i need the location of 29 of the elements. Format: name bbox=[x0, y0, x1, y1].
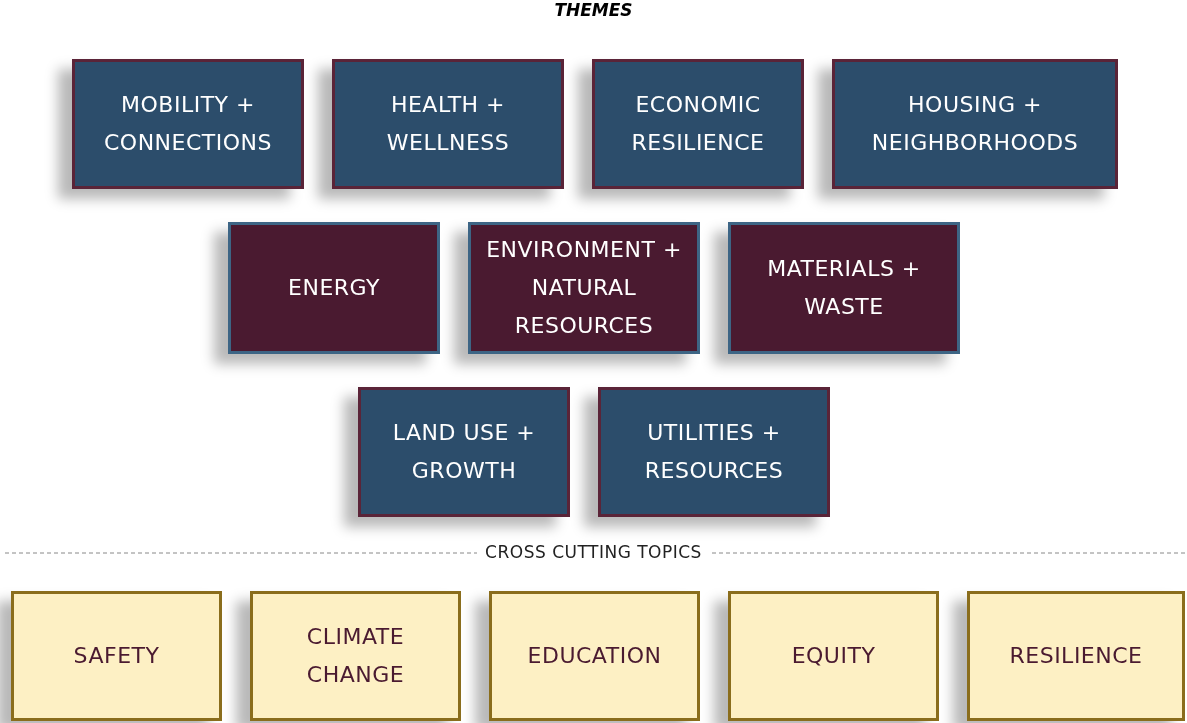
topic-label: RESILIENCE bbox=[1008, 642, 1144, 670]
theme-box bbox=[72, 59, 304, 189]
theme-box bbox=[468, 222, 700, 354]
theme-label: ECONOMIC RESILIENCE bbox=[630, 91, 766, 157]
topic-box bbox=[967, 591, 1185, 721]
theme-label: HOUSING + NEIGHBORHOODS bbox=[870, 91, 1080, 157]
topic-box bbox=[728, 591, 939, 721]
topic-label: SAFETY bbox=[72, 642, 161, 670]
theme-box bbox=[592, 59, 804, 189]
topic-label: EDUCATION bbox=[526, 642, 663, 670]
title: THEMES bbox=[554, 0, 633, 20]
theme-label: UTILITIES + RESOURCES bbox=[643, 419, 785, 485]
topic-box bbox=[489, 591, 700, 721]
theme-label: MATERIALS + WASTE bbox=[766, 255, 922, 321]
topic-box bbox=[11, 591, 222, 721]
theme-label: LAND USE + GROWTH bbox=[391, 419, 537, 485]
theme-box bbox=[832, 59, 1118, 189]
theme-box bbox=[728, 222, 960, 354]
theme-label: HEALTH + WELLNESS bbox=[385, 91, 511, 157]
theme-box bbox=[358, 387, 570, 517]
theme-label: ENERGY bbox=[287, 274, 381, 302]
theme-box bbox=[598, 387, 830, 517]
topic-label: EQUITY bbox=[790, 642, 877, 670]
topic-label: CLIMATE CHANGE bbox=[305, 623, 406, 689]
theme-label: ENVIRONMENT + NATURAL RESOURCES bbox=[485, 236, 683, 340]
theme-box bbox=[228, 222, 440, 354]
topic-box bbox=[250, 591, 461, 721]
theme-box bbox=[332, 59, 564, 189]
theme-label: MOBILITY + CONNECTIONS bbox=[103, 91, 273, 157]
